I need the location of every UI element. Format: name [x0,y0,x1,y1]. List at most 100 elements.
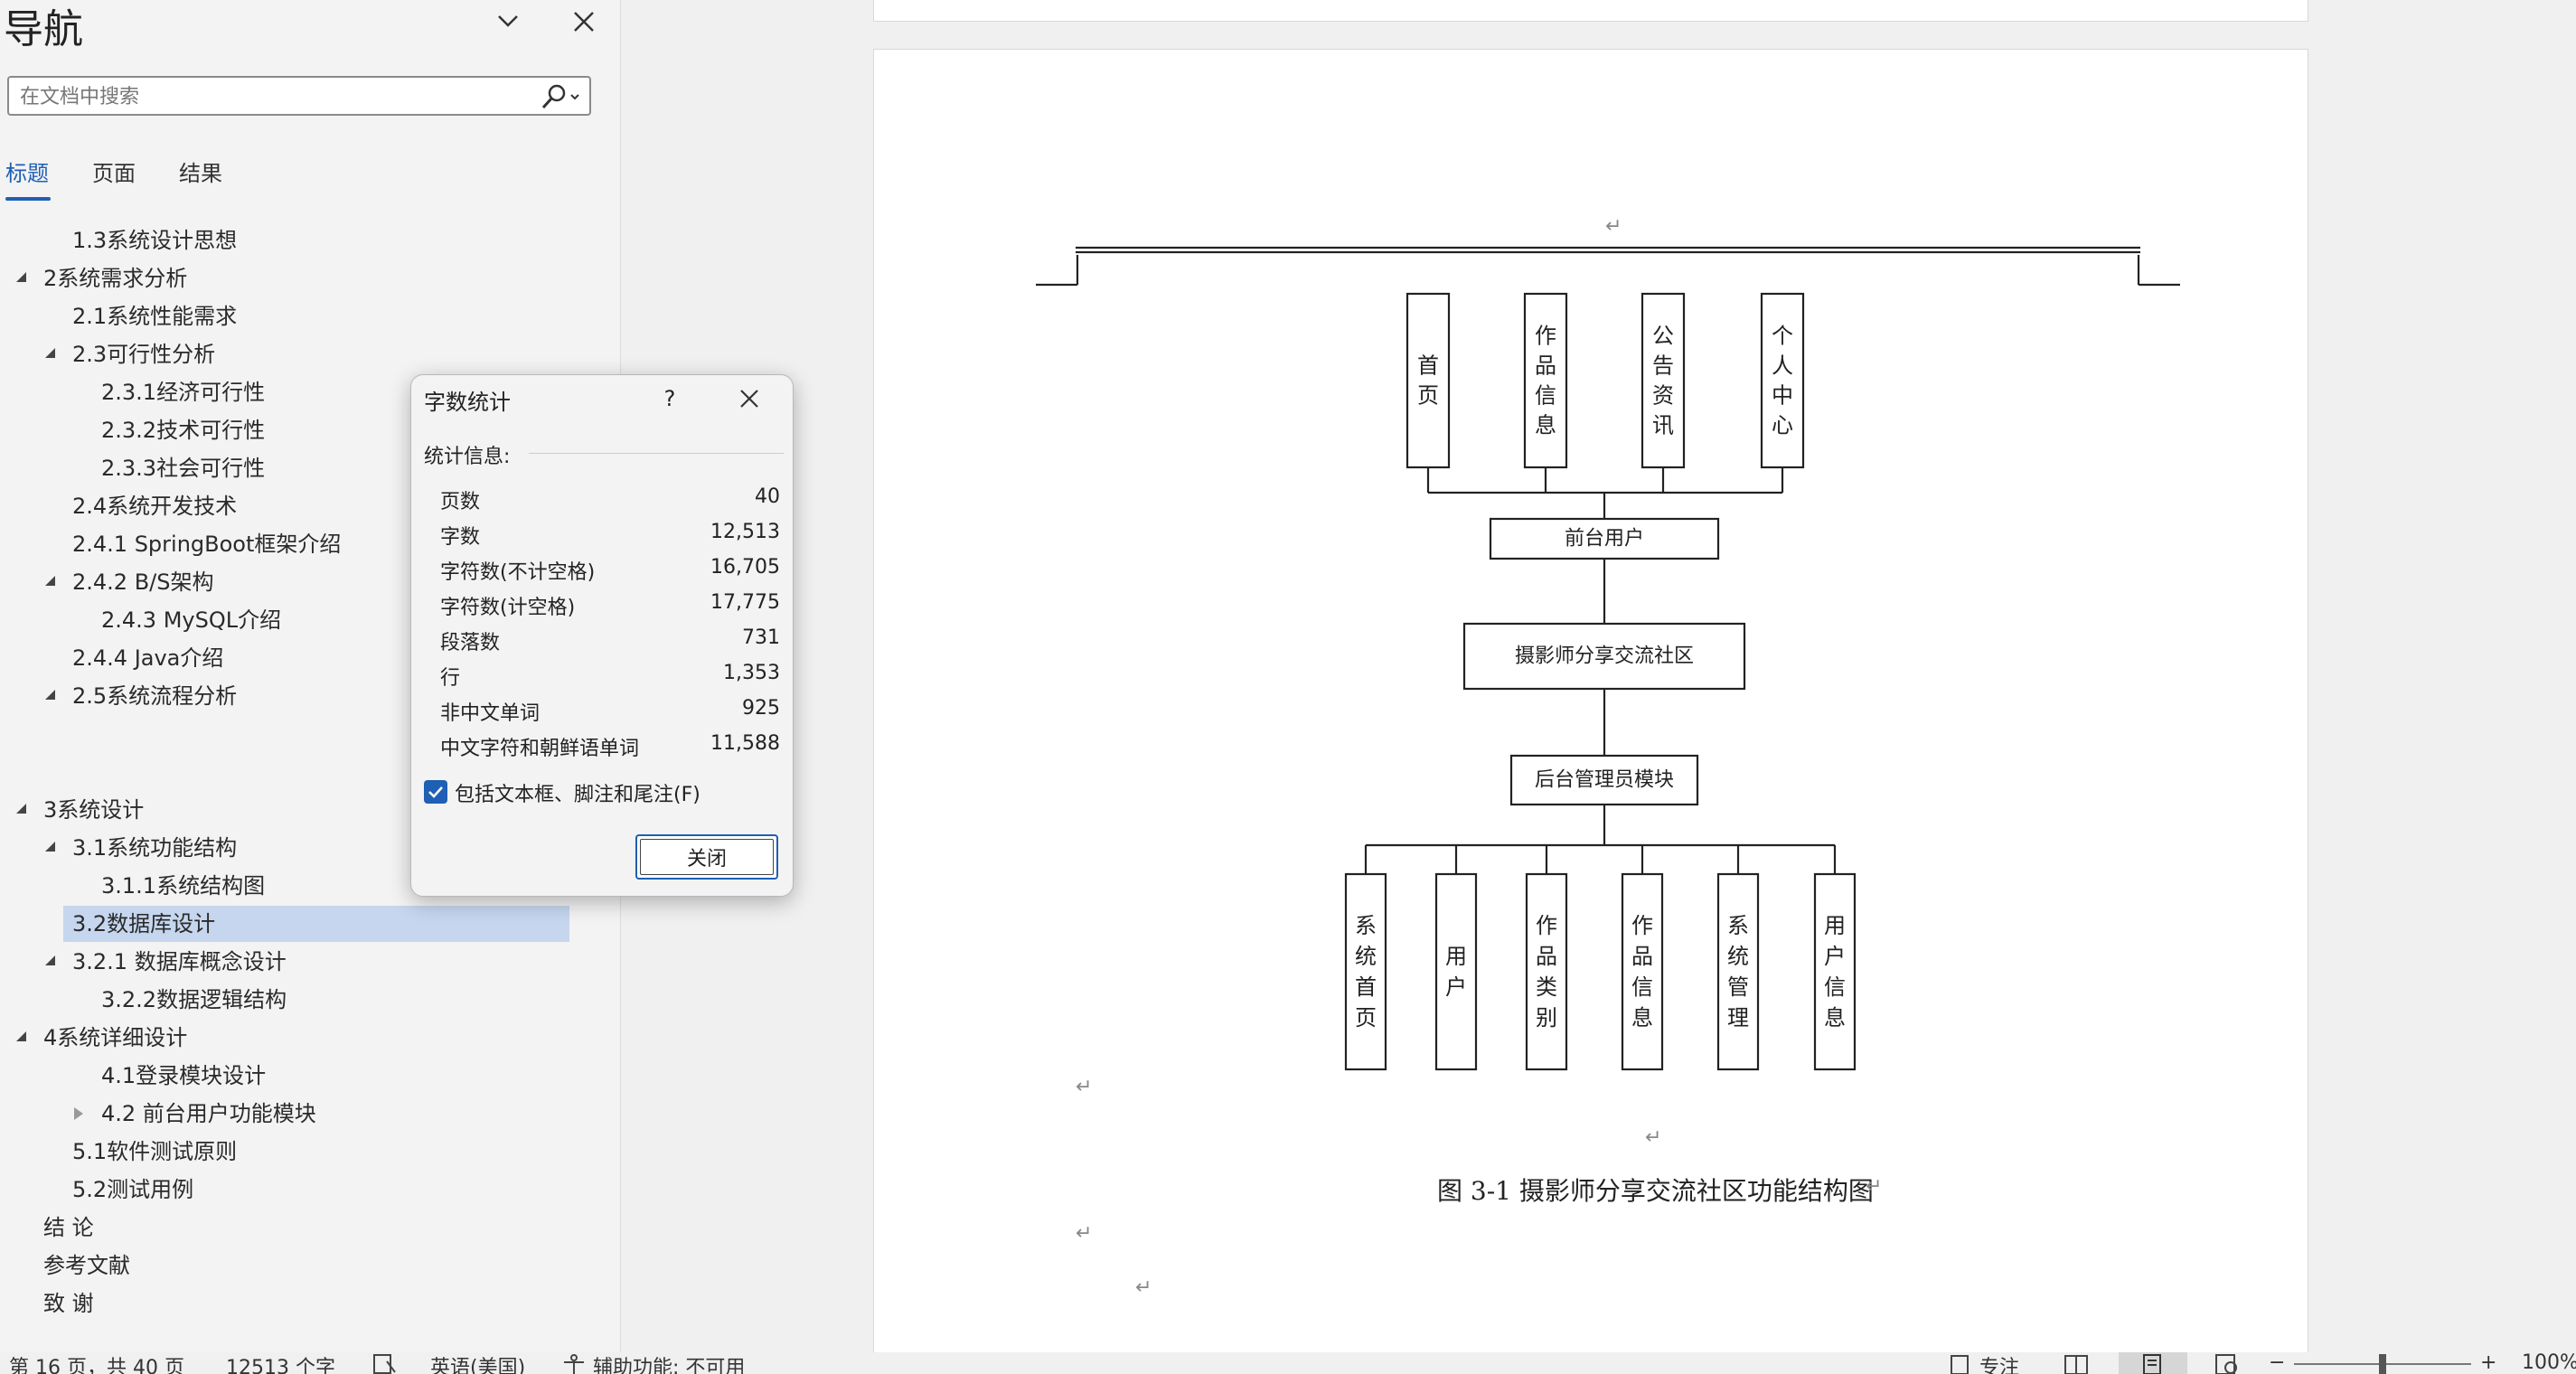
focus-mode-button[interactable]: 专注 [1979,1357,2020,1374]
zoom-level[interactable]: 100% [2522,1352,2576,1374]
search-icon[interactable] [535,81,586,112]
read-mode-icon[interactable] [2063,1352,2090,1374]
close-icon[interactable] [564,2,604,42]
expand-arrow-icon[interactable] [45,576,55,586]
help-button[interactable]: ? [663,386,676,411]
nav-heading-item[interactable]: 3.2.2数据逻辑结构 [101,987,287,1012]
nav-heading-item[interactable]: 参考文献 [43,1253,130,1278]
stat-label: 页数 [440,491,481,513]
stat-row: 中文字符和朝鲜语单词 11,588 [440,727,780,761]
zoom-slider-thumb[interactable] [2379,1354,2386,1374]
top-module-box [1523,292,1568,469]
stat-label: 行 [440,667,461,690]
top-module-label: 人 [1772,353,1793,379]
bottom-module-label: 用 [1824,913,1846,938]
page-indicator[interactable]: 第 16 页，共 40 页 [9,1357,184,1374]
checkbox-label[interactable]: 包括文本框、脚注和尾注(F) [455,784,700,806]
nav-heading-item[interactable]: 2.4系统开发技术 [72,494,238,519]
stat-label: 中文字符和朝鲜语单词 [440,738,640,760]
bottom-module-label: 作 [1631,913,1653,938]
stat-row: 字符数(计空格) 17,775 [440,586,780,620]
stat-label: 非中文单词 [440,702,541,725]
print-layout-icon[interactable] [2139,1352,2166,1374]
nav-heading-item[interactable]: 2.3.2技术可行性 [101,418,266,443]
nav-heading-item[interactable]: 2.1系统性能需求 [72,304,238,329]
expand-arrow-icon[interactable] [45,842,55,852]
include-textboxes-checkbox[interactable] [424,780,447,804]
top-module-label: 作 [1535,324,1556,349]
collapse-arrow-icon[interactable] [74,1107,83,1120]
nav-heading-item[interactable]: 3.1系统功能结构 [72,835,238,861]
nav-heading-item[interactable]: 结 论 [43,1215,94,1240]
bottom-module-label: 管 [1727,974,1749,1000]
nav-search-input[interactable] [18,81,528,112]
root-label: 摄影师分享交流社区 [1515,645,1694,668]
stat-row: 字数 12,513 [440,515,780,550]
top-module-label: 心 [1772,413,1793,438]
nav-heading-item[interactable]: 致 谢 [43,1291,94,1316]
proofing-icon[interactable] [371,1352,398,1374]
nav-heading-item[interactable]: 2.4.2 B/S架构 [72,569,214,595]
bottom-module-label: 信 [1824,974,1846,1000]
close-button[interactable]: 关闭 [635,834,778,880]
accessibility-icon[interactable] [560,1352,588,1374]
focus-icon[interactable] [1947,1352,1974,1374]
nav-heading-item[interactable]: 2.4.3 MySQL介绍 [101,607,282,633]
expand-arrow-icon[interactable] [16,1031,26,1041]
nav-heading-item[interactable]: 2.3.3社会可行性 [101,456,266,481]
expand-arrow-icon[interactable] [45,955,55,965]
chevron-down-icon[interactable] [488,2,528,42]
web-layout-icon[interactable] [2213,1352,2240,1374]
language-indicator[interactable]: 英语(美国) [430,1357,526,1374]
stat-value: 11,588 [710,732,780,755]
function-structure-diagram: 首页作品信息公告资讯个人中心前台用户摄影师分享交流社区后台管理员模块系统首页用户… [1036,246,2180,1071]
stat-row: 行 1,353 [440,656,780,691]
nav-heading-item[interactable]: 2系统需求分析 [43,266,188,291]
close-icon[interactable] [729,379,769,419]
accessibility-indicator[interactable]: 辅助功能: 不可用 [593,1357,746,1374]
zoom-in-button[interactable]: + [2480,1352,2497,1374]
top-module-label: 首 [1417,353,1439,379]
nav-heading-item[interactable]: 2.3可行性分析 [72,342,216,367]
bottom-module-label: 品 [1631,944,1653,969]
zoom-out-button[interactable]: − [2269,1352,2286,1374]
tab-pages[interactable]: 页面 [92,161,136,186]
stat-label: 字数 [440,526,481,549]
bottom-module-box [1525,872,1568,1071]
top-module-label: 个 [1772,324,1793,349]
tab-results[interactable]: 结果 [179,161,222,186]
nav-heading-item[interactable]: 4.2 前台用户功能模块 [101,1101,316,1126]
expand-arrow-icon[interactable] [45,690,55,700]
root-box [1462,622,1746,691]
nav-heading-item[interactable]: 3.2.1 数据库概念设计 [72,949,287,974]
nav-heading-item[interactable]: 3.1.1系统结构图 [101,873,266,899]
bottom-module-box [1434,872,1478,1071]
top-module-label: 公 [1652,324,1674,349]
nav-heading-item[interactable]: 5.2测试用例 [72,1177,194,1202]
paragraph-mark: ↵ [1076,1222,1093,1245]
word-count-indicator[interactable]: 12513 个字 [226,1357,335,1374]
nav-heading-item[interactable]: 5.1软件测试原则 [72,1139,238,1164]
nav-heading-item[interactable]: 3系统设计 [43,797,145,823]
nav-heading-item[interactable]: 1.3系统设计思想 [72,228,238,253]
document-page[interactable] [873,49,2308,1370]
nav-heading-item[interactable]: 3.2数据库设计 [72,911,216,936]
top-module-box [1406,292,1451,469]
bottom-module-label: 品 [1536,944,1557,969]
nav-heading-item[interactable]: 2.4.4 Java介绍 [72,645,224,671]
expand-arrow-icon[interactable] [16,272,26,282]
expand-arrow-icon[interactable] [45,348,55,358]
nav-heading-item[interactable]: 2.3.1经济可行性 [101,380,266,405]
nav-heading-item[interactable]: 2.5系统流程分析 [72,683,238,709]
nav-heading-item[interactable]: 2.4.1 SpringBoot框架介绍 [72,532,342,557]
statistics-heading: 统计信息: [424,446,511,468]
nav-heading-item[interactable]: 4.1登录模块设计 [101,1063,267,1088]
bottom-module-box [1621,872,1664,1071]
nav-heading-item[interactable]: 4系统详细设计 [43,1025,188,1050]
bottom-module-label: 用 [1445,944,1467,969]
bottom-module-label: 页 [1355,1005,1377,1030]
expand-arrow-icon[interactable] [16,804,26,814]
tab-headings[interactable]: 标题 [5,161,49,186]
top-module-label: 中 [1772,383,1793,409]
stat-value: 40 [755,485,780,508]
